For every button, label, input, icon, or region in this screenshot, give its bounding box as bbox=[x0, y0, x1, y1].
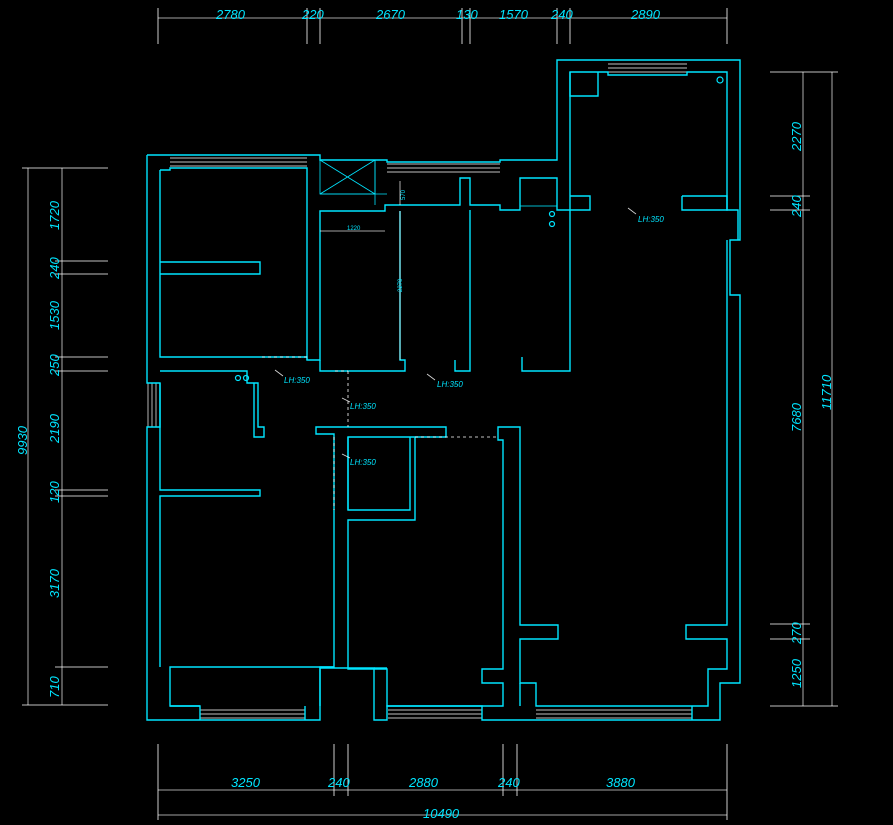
lh-label: LH:350 bbox=[284, 376, 310, 385]
lh-label: LH:350 bbox=[350, 458, 376, 467]
dim-left-2: 240 bbox=[47, 257, 62, 280]
lh-label: LH:350 bbox=[350, 402, 376, 411]
fixtures bbox=[234, 76, 724, 382]
dim-right-total: 11710 bbox=[819, 374, 834, 410]
dim-left-4: 250 bbox=[47, 354, 62, 377]
dim-bottom-3: 2880 bbox=[408, 775, 439, 790]
inner-box-right bbox=[519, 177, 558, 207]
right-dimension-chain bbox=[770, 71, 838, 707]
dim-top-5: 1570 bbox=[499, 7, 529, 22]
dim-right-2: 240 bbox=[789, 195, 804, 218]
dim-right-5: 1250 bbox=[789, 658, 804, 688]
dim-left-total: 9930 bbox=[15, 425, 30, 455]
dim-left-7: 3170 bbox=[47, 568, 62, 598]
shaft-box bbox=[319, 159, 387, 205]
walls bbox=[146, 59, 741, 721]
inner-width-label: 1220 bbox=[347, 226, 361, 232]
bottom-dimension-chain bbox=[157, 744, 728, 820]
dim-left-3: 1530 bbox=[47, 300, 62, 330]
lh-label: LH:350 bbox=[437, 380, 463, 389]
fixture-dot bbox=[716, 76, 724, 84]
top-dimension-chain bbox=[157, 8, 728, 44]
lh-label: LH:350 bbox=[638, 215, 664, 224]
dim-top-3: 2670 bbox=[375, 7, 406, 22]
fixture-dot bbox=[242, 374, 250, 382]
dim-top-6: 240 bbox=[550, 7, 573, 22]
dim-top-1: 2780 bbox=[215, 7, 246, 22]
dim-top-7: 2890 bbox=[630, 7, 661, 22]
fixture-dot bbox=[234, 374, 242, 382]
lh-annotations: LH:350 LH:350 LH:350 LH:350 LH:350 bbox=[274, 207, 664, 467]
dim-left-5: 2190 bbox=[47, 413, 62, 444]
inner-dimensions bbox=[320, 181, 401, 360]
dim-top-4: 130 bbox=[456, 7, 478, 22]
dim-right-1: 2270 bbox=[789, 121, 804, 152]
left-dimension-chain bbox=[22, 167, 108, 706]
dim-left-6: 120 bbox=[47, 481, 62, 503]
dim-right-3: 7680 bbox=[789, 402, 804, 432]
dim-bottom-total: 10490 bbox=[423, 806, 460, 821]
inner-height-label-b: 2270 bbox=[398, 278, 404, 292]
dim-bottom-5: 3880 bbox=[606, 775, 636, 790]
windows bbox=[147, 63, 731, 719]
dim-bottom-4: 240 bbox=[497, 775, 520, 790]
dim-right-4: 270 bbox=[789, 622, 804, 645]
dim-left-8: 710 bbox=[47, 676, 62, 698]
dim-top-2: 220 bbox=[301, 7, 324, 22]
dim-left-1: 1720 bbox=[47, 200, 62, 230]
fixture-dot bbox=[548, 210, 556, 218]
door-openings bbox=[262, 356, 498, 510]
inner-height-label-a: 570 bbox=[401, 189, 407, 200]
dim-bottom-1: 3250 bbox=[231, 775, 261, 790]
dim-bottom-2: 240 bbox=[327, 775, 350, 790]
fixture-dot bbox=[548, 220, 556, 228]
